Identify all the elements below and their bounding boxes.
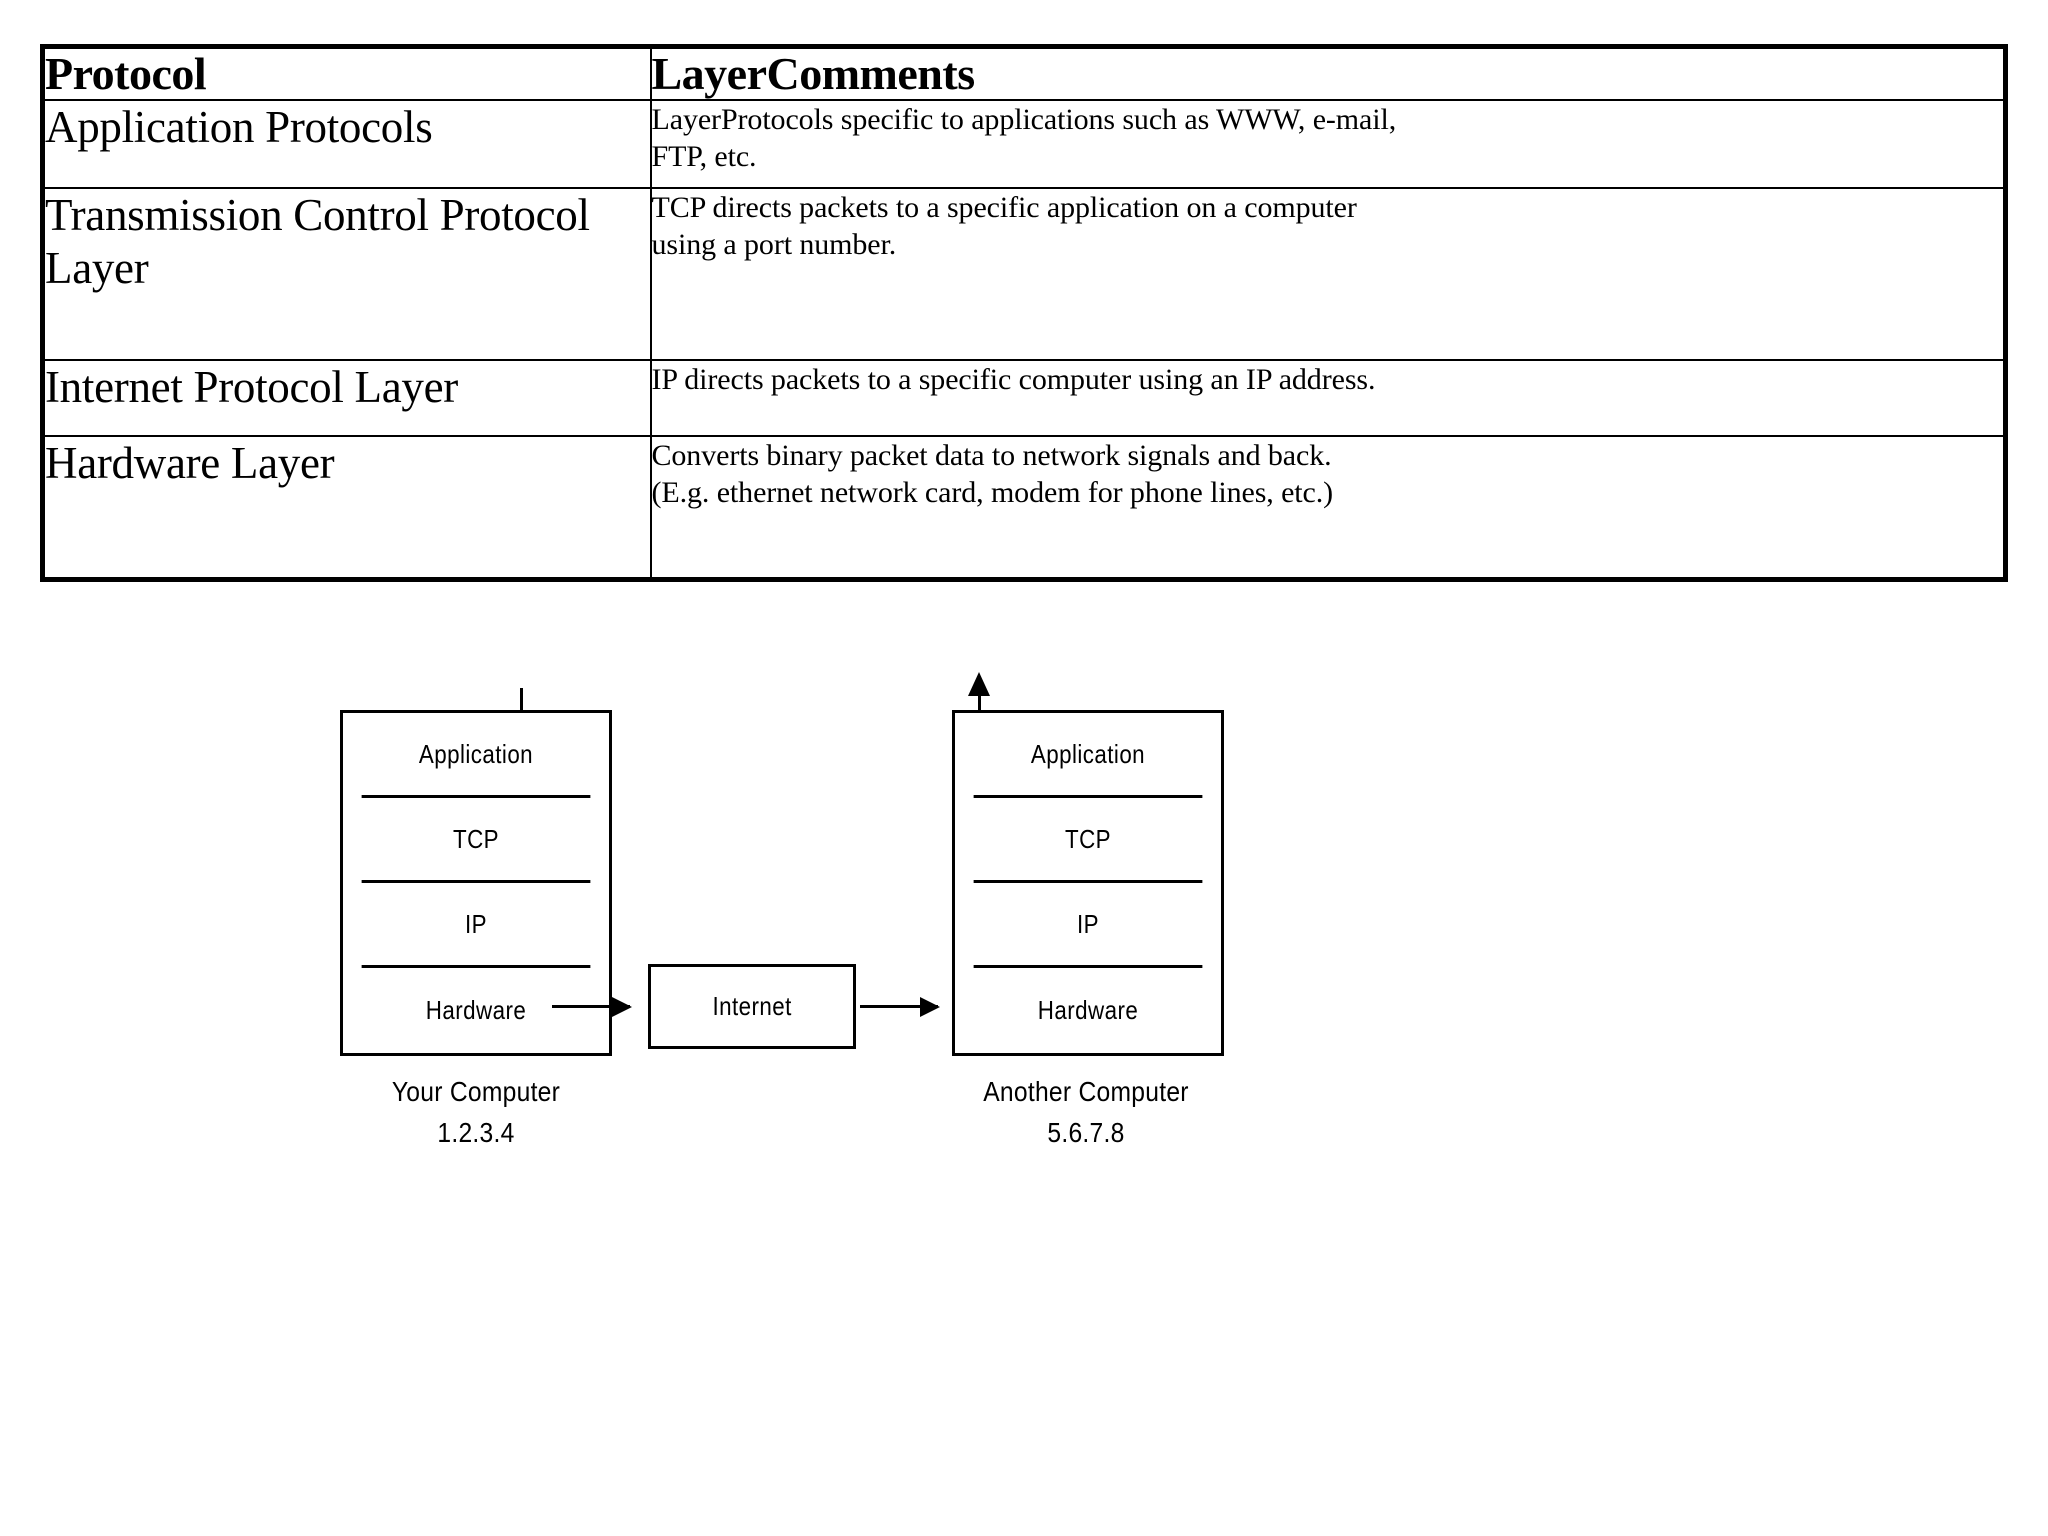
protocol-comment-application: LayerProtocols specific to applications … xyxy=(649,98,2007,189)
protocol-layers-table: Protocol LayerComments Application Proto… xyxy=(40,44,2008,582)
tcp-ip-flow-diagram: Application TCP IP Hardware Internet App… xyxy=(0,660,2048,1180)
stack-layer-application: Application xyxy=(361,713,591,798)
left-computer-name: Your Computer xyxy=(391,1076,561,1107)
protocol-name-application: Application Protocols xyxy=(41,98,652,189)
protocol-name-hardware: Hardware Layer xyxy=(41,434,652,581)
stack-layer-hardware: Hardware xyxy=(1037,995,1139,1025)
protocol-table-container: Protocol LayerComments Application Proto… xyxy=(40,44,2008,582)
comment-line: FTP, etc. xyxy=(651,140,757,174)
protocol-comment-ip: IP directs packets to a specific compute… xyxy=(649,358,2007,437)
comment-line: TCP directs packets to a specific applic… xyxy=(651,190,1357,224)
table-row: Internet Protocol Layer IP directs packe… xyxy=(41,358,2007,437)
protocol-name-ip: Internet Protocol Layer xyxy=(41,358,652,437)
right-computer-stack: Application TCP IP Hardware xyxy=(952,710,1224,1056)
protocol-comment-tcp: TCP directs packets to a specific applic… xyxy=(649,186,2007,361)
comment-line: Converts binary packet data to network s… xyxy=(651,438,1332,472)
right-computer-address: 5.6.7.8 xyxy=(1047,1116,1125,1148)
table-row: Hardware Layer Converts binary packet da… xyxy=(41,434,2007,581)
stack-layer-ip: IP xyxy=(361,883,591,968)
table-row: Application Protocols LayerProtocols spe… xyxy=(41,98,2007,189)
table-row: Transmission Control Protocol Layer TCP … xyxy=(41,186,2007,361)
comment-line: IP directs packets to a specific compute… xyxy=(651,362,1376,396)
arrow-left-to-internet-icon xyxy=(552,997,632,1017)
arrow-internet-to-right-icon xyxy=(860,997,940,1017)
column-header-protocol: Protocol xyxy=(41,45,652,101)
internet-label: Internet xyxy=(712,991,792,1021)
stack-layer-ip: IP xyxy=(973,883,1203,968)
stack-layer-tcp: TCP xyxy=(361,798,591,883)
right-computer-name: Another Computer xyxy=(983,1076,1189,1107)
right-computer-caption: Another Computer 5.6.7.8 xyxy=(876,1072,1296,1153)
left-computer-caption: Your Computer 1.2.3.4 xyxy=(266,1072,686,1153)
column-header-layer-comments: LayerComments xyxy=(649,45,2007,101)
table-header-row: Protocol LayerComments xyxy=(41,45,2007,101)
left-computer-stack: Application TCP IP Hardware xyxy=(340,710,612,1056)
stack-layer-hardware: Hardware xyxy=(425,995,527,1025)
stack-layer-application: Application xyxy=(973,713,1203,798)
left-computer-address: 1.2.3.4 xyxy=(437,1116,515,1148)
stack-layer-tcp: TCP xyxy=(973,798,1203,883)
protocol-comment-hardware: Converts binary packet data to network s… xyxy=(649,434,2007,581)
comment-line: LayerProtocols specific to applications … xyxy=(651,102,1397,136)
comment-line: using a port number. xyxy=(651,228,897,262)
protocol-name-tcp: Transmission Control Protocol Layer xyxy=(41,186,652,361)
internet-cloud-box: Internet xyxy=(648,964,856,1049)
comment-line: (E.g. ethernet network card, modem for p… xyxy=(651,476,1334,510)
